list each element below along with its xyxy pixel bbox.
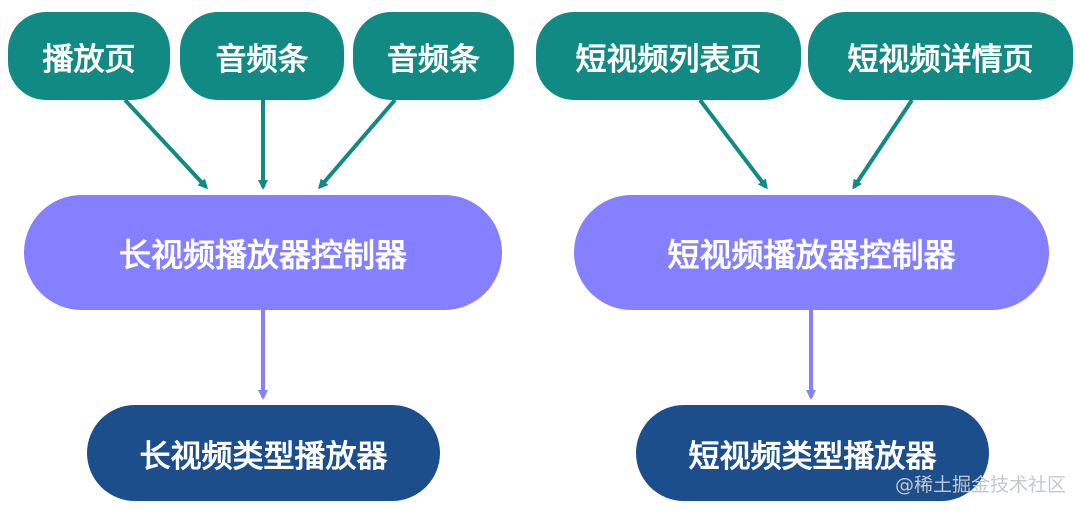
left-player-node: 长视频类型播放器	[87, 405, 440, 501]
arrow-right-source-2-to-controller	[852, 98, 914, 190]
left-source-node-audio-bar-2: 音频条	[353, 12, 514, 100]
node-label: 播放页	[42, 41, 136, 78]
node-label: 短视频类型播放器	[688, 438, 937, 475]
right-source-node-short-video-detail-page: 短视频详情页	[808, 12, 1073, 100]
node-label: 短视频列表页	[575, 41, 762, 78]
left-source-node-play-page: 播放页	[8, 12, 170, 100]
right-player-node: 短视频类型播放器	[636, 405, 989, 501]
node-label: 长视频类型播放器	[139, 438, 388, 475]
node-label: 短视频播放器控制器	[667, 235, 956, 274]
node-label: 短视频详情页	[847, 41, 1034, 78]
arrow-left-source-3-to-controller	[318, 98, 397, 190]
left-controller-node: 长视频播放器控制器	[24, 195, 502, 310]
arrow-left-source-1-to-controller	[123, 98, 209, 190]
watermark-text: @稀土掘金技术社区	[894, 474, 1066, 496]
left-source-node-audio-bar-1: 音频条	[180, 12, 344, 100]
right-source-node-short-video-list-page: 短视频列表页	[536, 12, 801, 100]
node-label: 音频条	[387, 41, 480, 78]
arrow-right-source-1-to-controller	[698, 98, 768, 190]
node-label: 音频条	[215, 41, 309, 78]
node-label: 长视频播放器控制器	[118, 235, 407, 274]
right-controller-node: 短视频播放器控制器	[574, 195, 1049, 310]
